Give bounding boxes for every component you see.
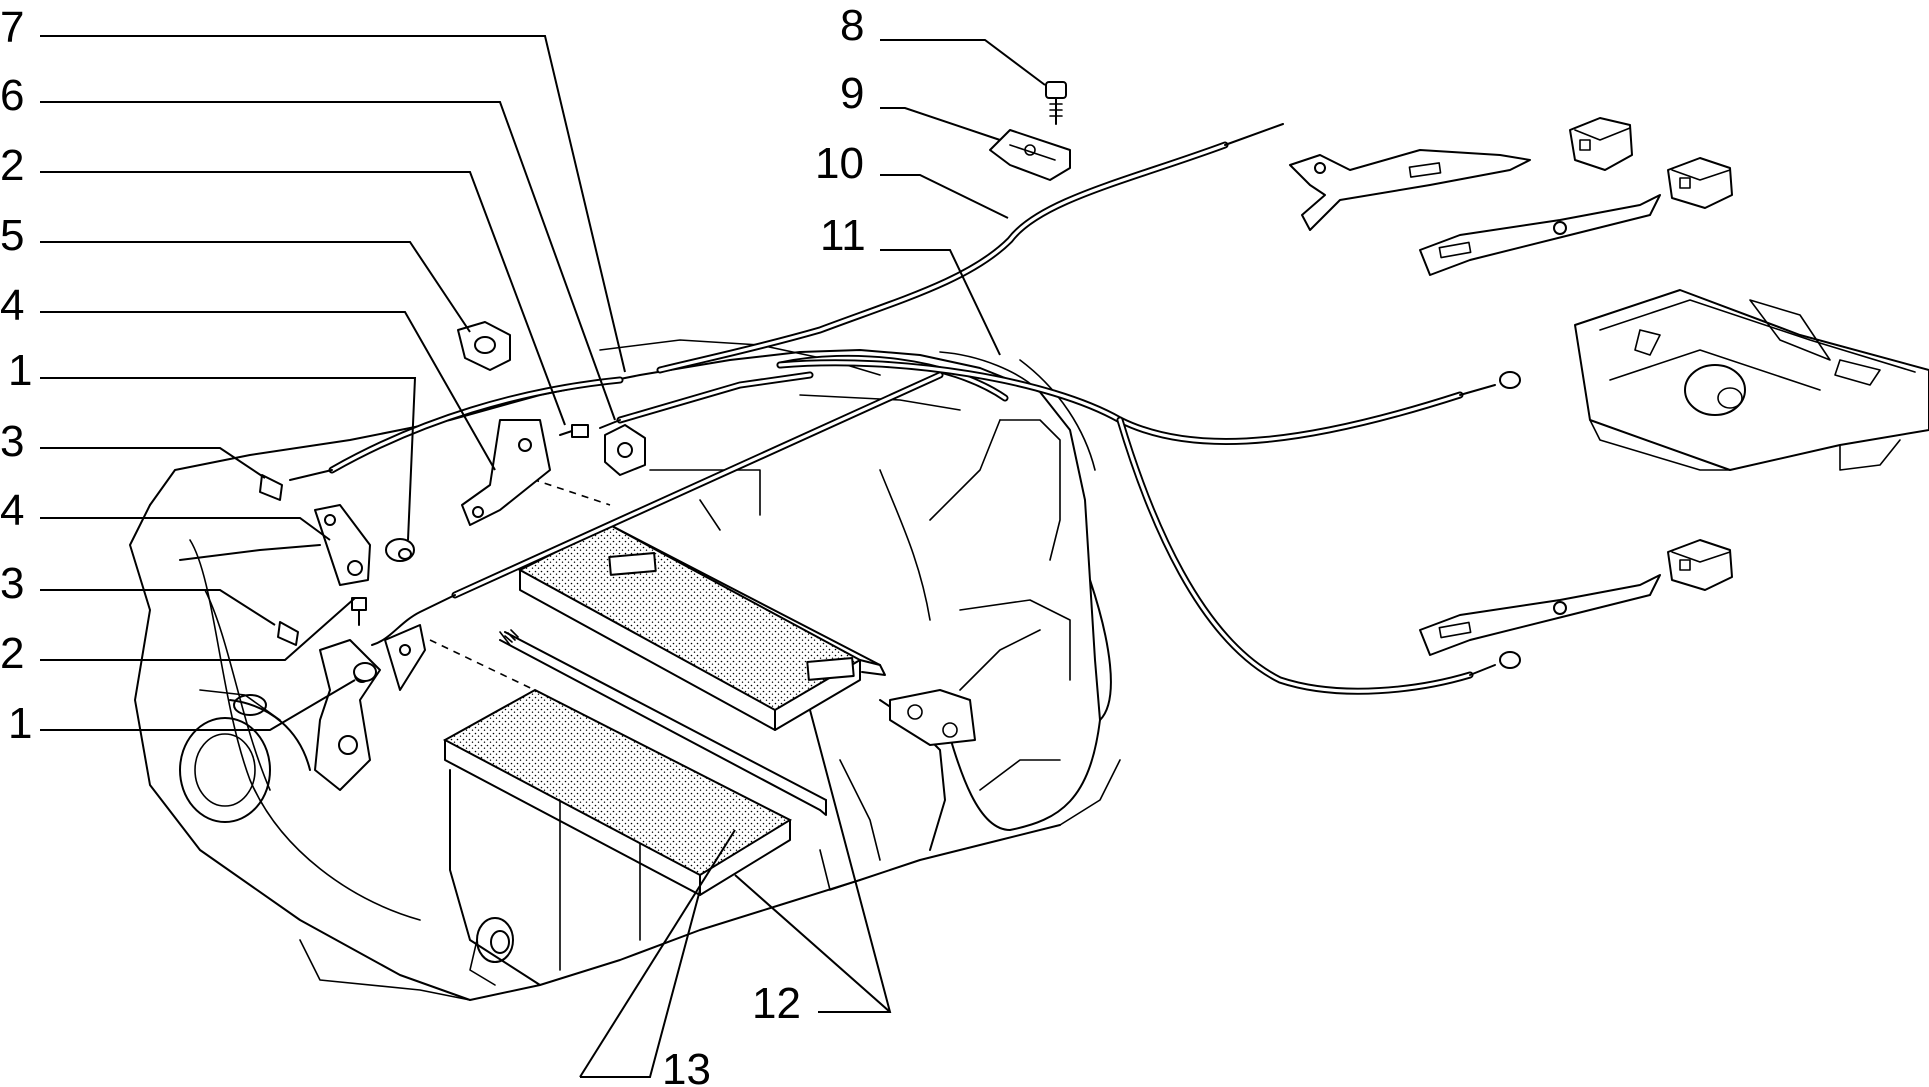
knob-bottom: [1667, 539, 1733, 591]
cable-10: [656, 123, 1284, 374]
lever-assembly-1-lower: [314, 624, 426, 791]
control-lever-middle: [1419, 194, 1661, 276]
cable-diagonal: [371, 371, 944, 646]
cable-6: [599, 371, 814, 429]
screw-2-upper: [559, 424, 589, 438]
screw-8: [1045, 81, 1067, 125]
callout-3-lower: 3: [0, 559, 24, 608]
callout-6: 6: [0, 71, 24, 120]
control-panel-housing: [1574, 289, 1929, 471]
callout-12: 12: [752, 979, 801, 1028]
callout-4: 4: [0, 281, 24, 330]
heater-housing: [129, 339, 1121, 1001]
callout-2: 2: [0, 141, 24, 190]
callout-7: 7: [0, 3, 24, 52]
pin-3-upper: [259, 474, 283, 501]
knob-top-2: [1667, 157, 1733, 209]
callout-8: 8: [840, 1, 864, 50]
callout-10: 10: [815, 139, 864, 188]
clamp-9: [989, 129, 1071, 181]
callout-1: 1: [8, 346, 32, 395]
cable-11-lower: [1116, 416, 1521, 695]
callout-13: 13: [662, 1045, 711, 1087]
housing-bracket: [889, 689, 976, 746]
callout-5: 5: [0, 211, 24, 260]
callout-1-lower: 1: [8, 699, 32, 748]
cable-7: [289, 376, 624, 481]
mounting-boss: [469, 917, 514, 986]
control-lever-top: [1289, 149, 1531, 231]
assembly-axis-lower: [429, 639, 546, 696]
control-lever-bottom: [1419, 574, 1661, 656]
clip-5: [457, 321, 511, 371]
callout-11: 11: [820, 211, 866, 260]
lever-4-lower: [314, 504, 371, 586]
callout-2-lower: 2: [0, 629, 24, 678]
clip-6: [604, 424, 646, 476]
lever-4-upper: [461, 419, 551, 526]
callout-9: 9: [840, 69, 864, 118]
callout-4-lower: 4: [0, 486, 24, 535]
callout-3: 3: [0, 417, 24, 466]
bushing-1-lower: [353, 662, 377, 682]
heater-core-upper: [517, 523, 886, 731]
screw-2-lower: [351, 597, 367, 626]
round-outlet: [179, 689, 311, 823]
bushing-1-upper: [385, 538, 415, 562]
pin-3-lower: [277, 621, 299, 646]
knob-top-1: [1569, 117, 1633, 171]
leader-lines: [40, 35, 1046, 1078]
